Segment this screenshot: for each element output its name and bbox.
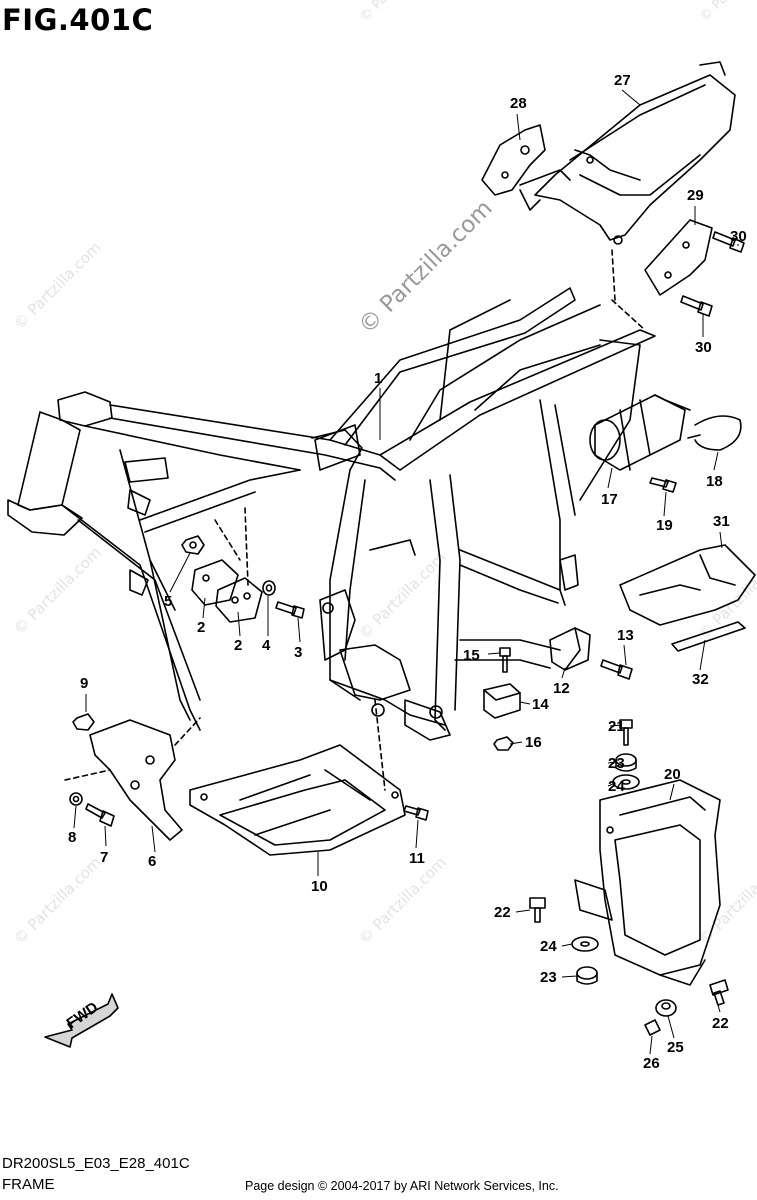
washer-8 [69, 792, 83, 806]
rod-32 [671, 621, 746, 652]
callout-30-lower: 30 [695, 339, 712, 356]
watermark-repeat: © Partzilla.com [695, 853, 757, 948]
callout-2-lower: 2 [234, 637, 242, 654]
callout-4: 4 [262, 637, 271, 654]
watermark-repeat: © Partzilla.com [695, 548, 757, 643]
bolt-7 [85, 803, 115, 827]
watermark-repeat: © Partzilla.com [10, 238, 105, 333]
collar-26 [644, 1019, 661, 1036]
callout-2-upper: 2 [197, 619, 205, 636]
callout-25: 25 [667, 1039, 684, 1056]
engine-guard-frame [189, 699, 406, 856]
callout-13: 13 [617, 627, 634, 644]
callout-23-lower: 23 [540, 969, 557, 986]
callout-12: 12 [553, 680, 570, 697]
callout-15: 15 [463, 647, 480, 664]
bolt-19 [649, 477, 677, 493]
callout-27: 27 [614, 72, 631, 89]
front-lower-bracket [64, 717, 201, 841]
grommet-24-lower [571, 936, 599, 952]
callout-18: 18 [706, 473, 723, 490]
watermark-repeat: © Partzilla.com [10, 853, 105, 948]
callout-22-right: 22 [712, 1015, 729, 1032]
main-frame [7, 287, 656, 741]
callout-7: 7 [100, 849, 108, 866]
figure-title: FIG.401C [2, 3, 154, 37]
callout-24-upper: 24 [608, 778, 625, 795]
callout-24-lower: 24 [540, 938, 557, 955]
cushion-14 [483, 683, 521, 719]
leader-lines [73, 89, 739, 1055]
callout-16: 16 [525, 734, 542, 751]
callouts: 1 2 2 3 4 5 6 7 8 9 10 11 12 13 14 15 16… [68, 72, 747, 1072]
bolt-22-left [529, 897, 546, 923]
page-design-credit: Page design © 2004-2017 by ARI Network S… [245, 1179, 559, 1193]
watermark-repeat: © Partzilla.com [357, 0, 439, 25]
mat-31 [619, 544, 756, 626]
callout-8: 8 [68, 829, 76, 846]
assembly-leader [244, 507, 249, 586]
grommet-24-upper [612, 774, 640, 790]
engine-mount-bracket-lower [215, 577, 263, 623]
battery-holder-20 [574, 779, 721, 986]
strap-18 [687, 415, 742, 451]
callout-30-upper: 30 [730, 228, 747, 245]
rubber-cushion-12 [549, 627, 591, 671]
grommet-23-upper [615, 753, 637, 772]
callout-29: 29 [687, 187, 704, 204]
bolt-30-lower [680, 295, 713, 317]
callout-22-left: 22 [494, 904, 511, 921]
washer-4 [262, 580, 276, 596]
forward-direction-arrow: FWD [44, 993, 119, 1048]
assembly-leader [214, 519, 241, 561]
callout-31: 31 [713, 513, 730, 530]
bolt-3 [275, 601, 305, 619]
callout-11: 11 [409, 850, 425, 867]
bracket-29 [644, 219, 713, 296]
nut-16 [493, 736, 514, 751]
bolt-30-upper [712, 231, 745, 253]
callout-26: 26 [643, 1055, 660, 1072]
callout-20: 20 [664, 766, 681, 783]
nut-9 [72, 713, 95, 731]
callout-32: 32 [692, 671, 709, 688]
rear-frame-bracket-27 [519, 61, 736, 331]
callout-23-upper: 23 [608, 755, 625, 772]
nut-5 [181, 535, 205, 555]
model-code: DR200SL5_E03_E28_401C [2, 1155, 190, 1172]
engine-mount-bracket-upper [191, 559, 239, 606]
section-name: FRAME [2, 1176, 55, 1193]
background-watermarks: © Partzilla.com © Partzilla.com © Partzi… [10, 0, 757, 948]
grommet-25 [655, 999, 677, 1017]
watermark-repeat: © Partzilla.com [10, 543, 105, 638]
callout-9: 9 [80, 675, 88, 692]
watermark-repeat: © Partzilla.com [697, 0, 757, 25]
callout-6: 6 [148, 853, 156, 870]
callout-19: 19 [656, 517, 673, 534]
watermark-repeat: © Partzilla.com [355, 853, 450, 948]
callout-10: 10 [311, 878, 328, 895]
callout-3: 3 [294, 644, 302, 661]
callout-5: 5 [164, 593, 172, 610]
grommet-23-lower [576, 966, 598, 985]
bolt-13 [600, 659, 633, 680]
callout-1: 1 [374, 370, 382, 387]
bolt-22-right [709, 979, 729, 1006]
callout-21: 21 [608, 718, 625, 735]
bolt-11 [403, 805, 429, 821]
callout-17: 17 [601, 491, 618, 508]
tool-case-17 [589, 394, 691, 471]
callout-14: 14 [532, 696, 549, 713]
callout-28: 28 [510, 95, 527, 112]
watermark-repeat: © Partzilla.com [355, 548, 450, 643]
bracket-28 [481, 124, 546, 196]
